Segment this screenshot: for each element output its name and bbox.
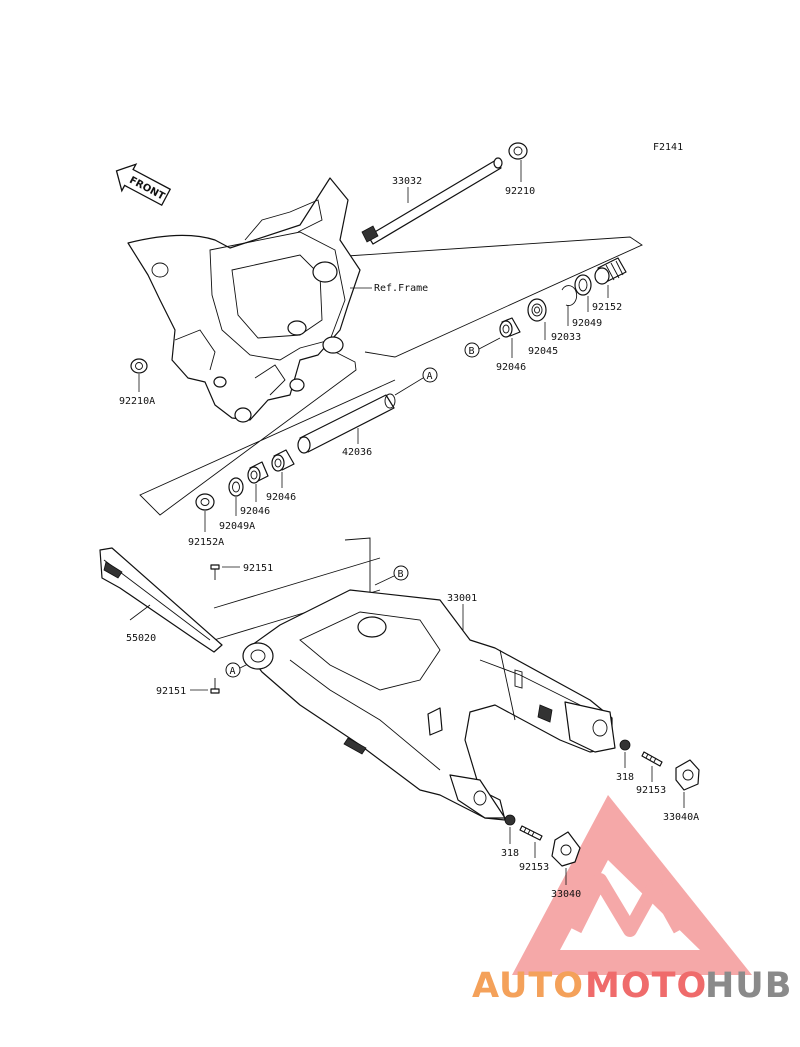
watermark-logo <box>512 795 752 975</box>
diagram-id: F2141 <box>653 142 683 153</box>
callout-b-top: B <box>464 337 501 358</box>
label-92210a: 92210A <box>119 396 155 407</box>
label-92046-top: 92046 <box>496 362 526 373</box>
svg-text:B: B <box>469 346 475 357</box>
label-42036: 42036 <box>342 447 372 458</box>
nut-318-right <box>619 739 631 751</box>
seal-92049a <box>228 477 244 497</box>
screw-92151-top <box>210 564 220 580</box>
ref-frame-label: Ref.Frame <box>374 283 428 294</box>
frame-reference <box>127 177 361 423</box>
label-318-right: 318 <box>616 772 634 783</box>
callout-a-top: A <box>394 367 438 396</box>
needle-bearing-92046-low <box>247 461 269 484</box>
label-33040a: 33040A <box>663 812 699 823</box>
lead-55020 <box>129 604 151 621</box>
pivot-shaft <box>361 157 503 245</box>
bolt-92153-left <box>519 825 543 841</box>
nut-92210 <box>508 142 528 160</box>
watermark-part3: HUB <box>705 966 792 1006</box>
nut-318-left <box>504 814 516 826</box>
nut-92210a <box>130 358 148 374</box>
collar-92152 <box>594 257 627 285</box>
label-92152a: 92152A <box>188 537 224 548</box>
swingarm-33001 <box>242 589 616 821</box>
label-33040: 33040 <box>551 889 581 900</box>
label-92153-left: 92153 <box>519 862 549 873</box>
watermark-part1: AUTO <box>472 966 584 1006</box>
label-92151-bot: 92151 <box>156 686 186 697</box>
seal-92049 <box>574 274 592 296</box>
needle-bearing-92046-mid <box>271 449 295 472</box>
label-92049: 92049 <box>572 318 602 329</box>
adjuster-33040a <box>675 759 700 791</box>
label-33032: 33032 <box>392 176 422 187</box>
label-92033: 92033 <box>551 332 581 343</box>
label-92151-top: 92151 <box>243 563 273 574</box>
label-92152: 92152 <box>592 302 622 313</box>
label-33001: 33001 <box>447 593 477 604</box>
svg-text:B: B <box>398 569 404 580</box>
collar-tube-42036 <box>297 393 396 454</box>
label-318-left: 318 <box>501 848 519 859</box>
label-92046-mid: 92046 <box>266 492 296 503</box>
label-92210: 92210 <box>505 186 535 197</box>
circlip-92033 <box>561 285 578 306</box>
watermark-text: AUTO MOTO HUB <box>472 966 792 1006</box>
label-92046-low: 92046 <box>240 506 270 517</box>
watermark-part2: MOTO <box>585 966 707 1006</box>
svg-text:A: A <box>427 371 433 382</box>
label-92045: 92045 <box>528 346 558 357</box>
screw-92151-bot <box>210 678 220 694</box>
label-55020: 55020 <box>126 633 156 644</box>
bearing-92045 <box>527 298 547 322</box>
front-arrow-icon: FRONT <box>115 163 172 207</box>
needle-bearing-92046-top <box>499 317 521 338</box>
collar-92152a <box>195 493 215 511</box>
label-92153-right: 92153 <box>636 785 666 796</box>
svg-text:A: A <box>230 666 236 677</box>
chain-guide-55020 <box>99 547 223 653</box>
label-92049a: 92049A <box>219 521 255 532</box>
bolt-92153-right <box>641 751 663 767</box>
adjuster-33040 <box>551 831 581 867</box>
callout-b-bottom: B <box>374 565 409 586</box>
